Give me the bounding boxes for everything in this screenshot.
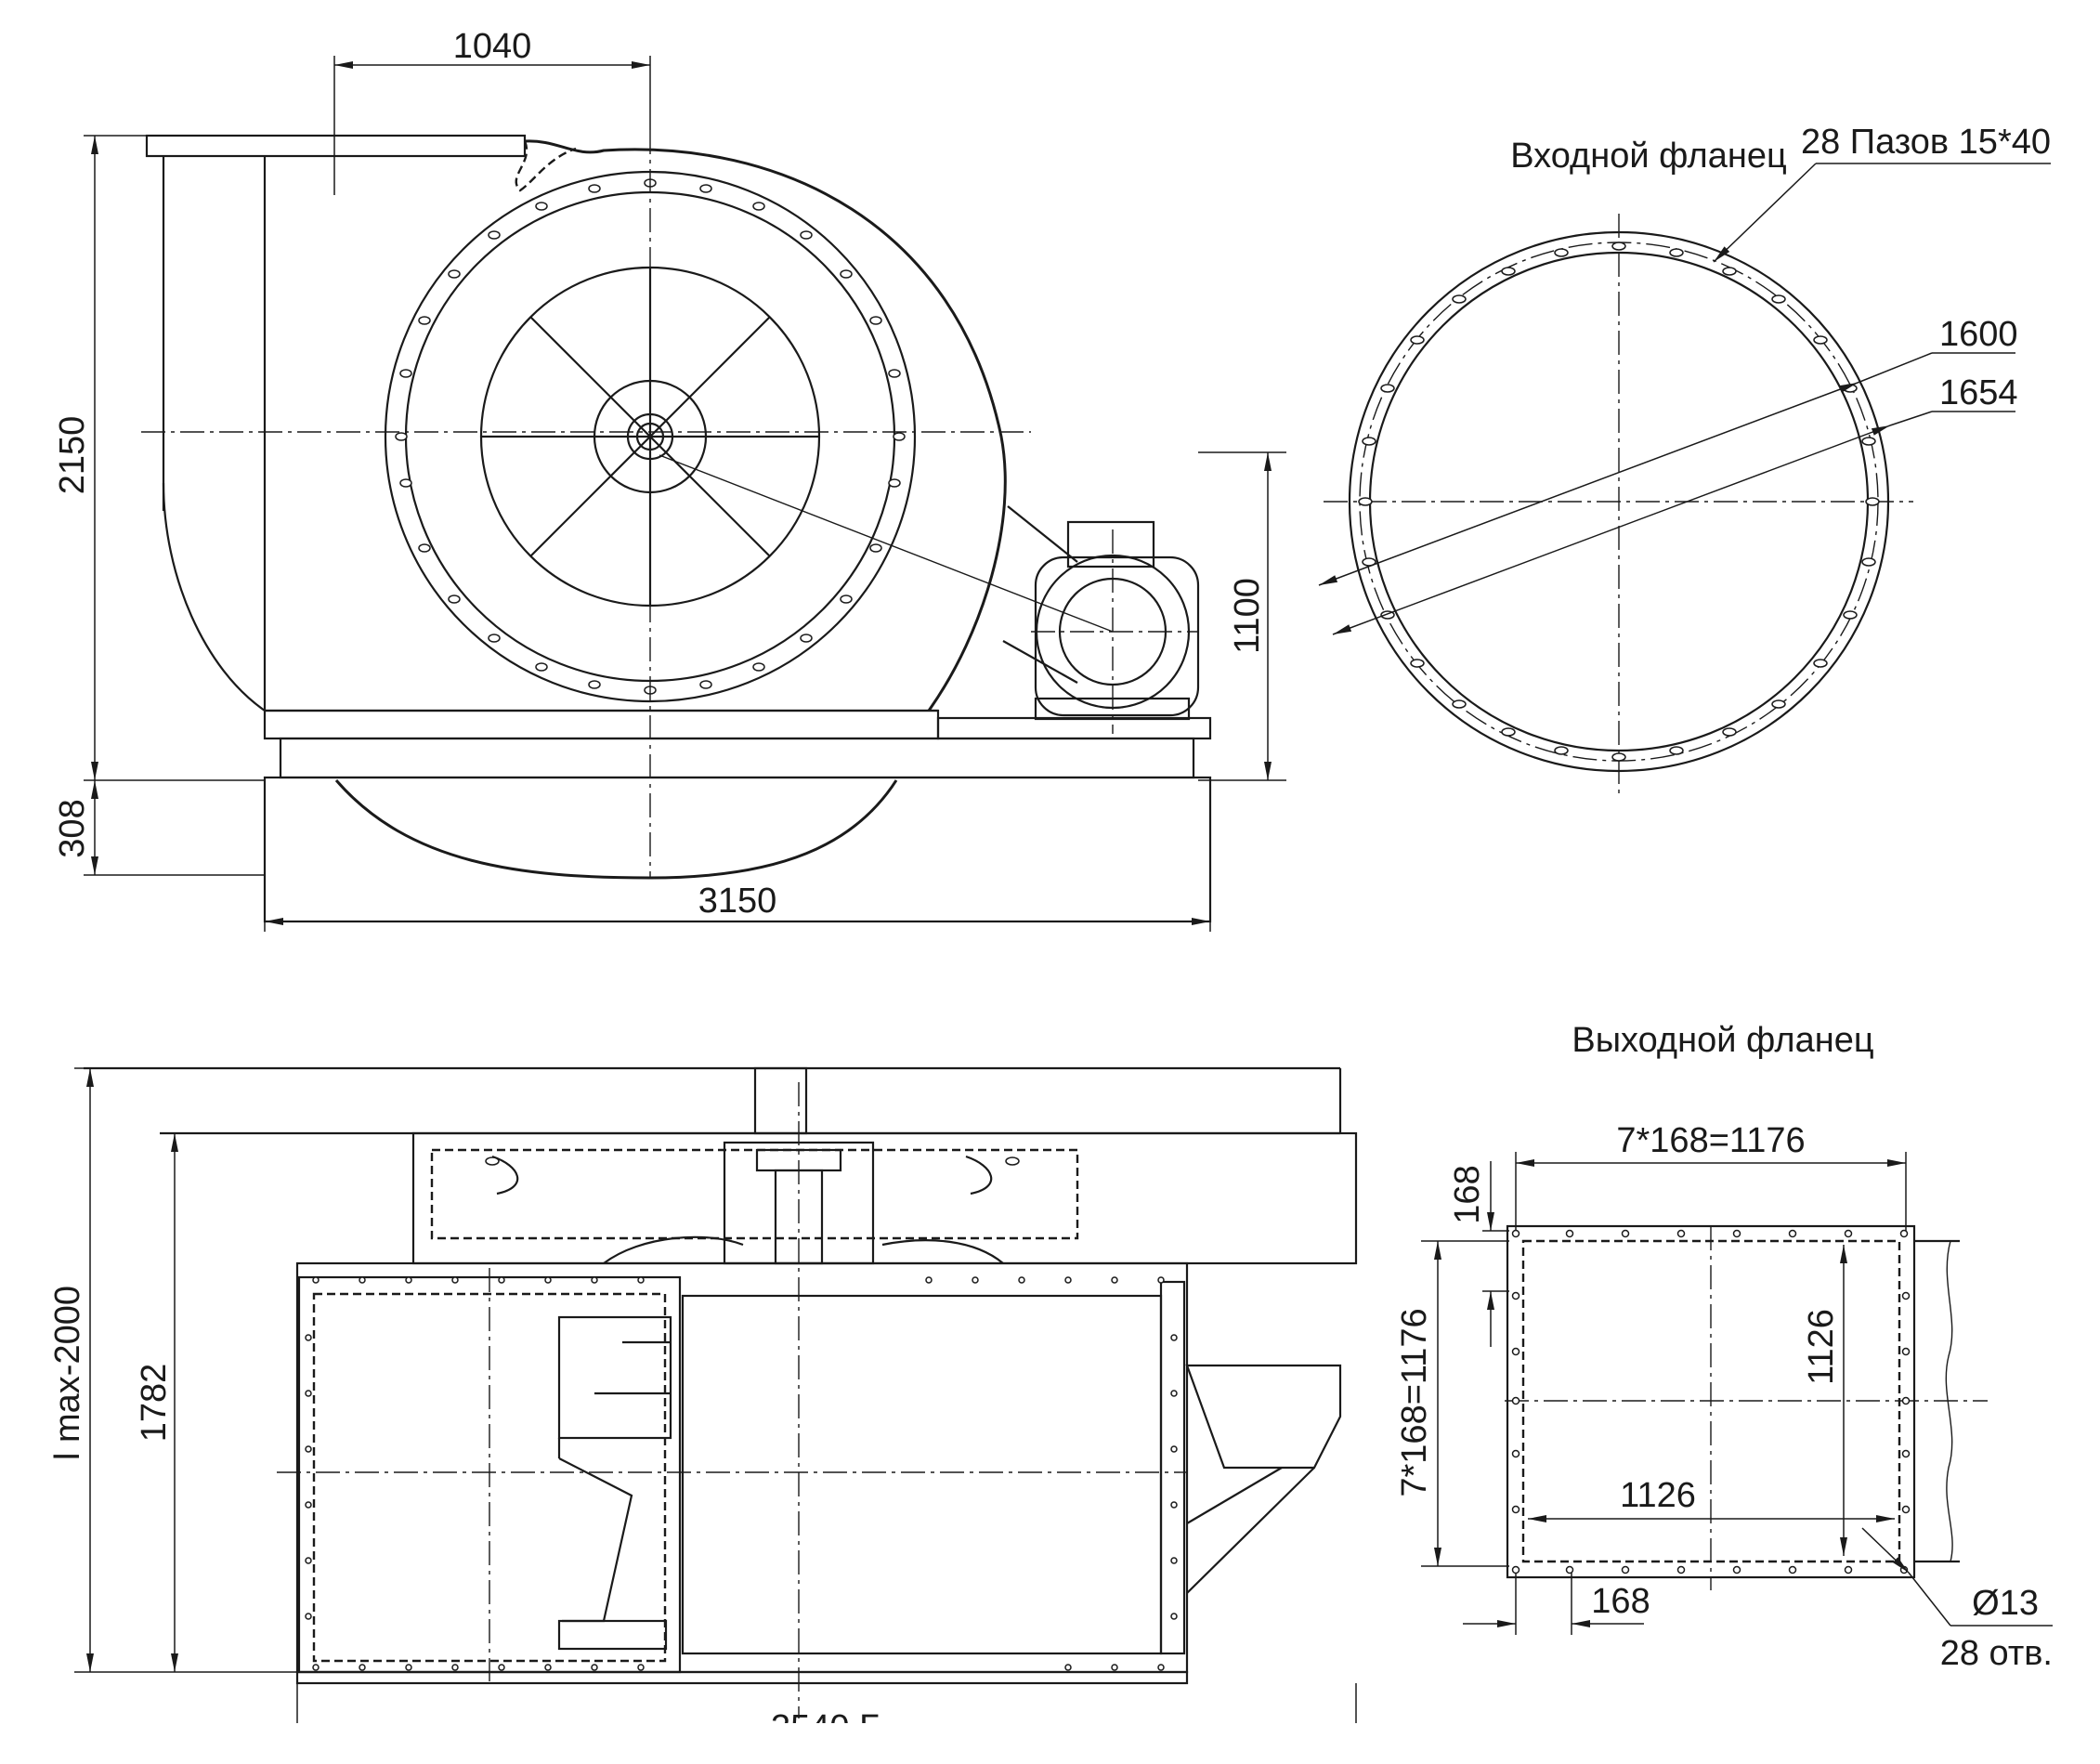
outlet-flange-holes [1511,1229,1911,1575]
outlet-inner-width: 1126 [1620,1476,1696,1515]
outlet-pitch-bottom: 168 [1591,1582,1650,1621]
dim-width: 1782 [135,1364,174,1443]
outlet-hole-diameter: Ø13 [1972,1584,2039,1623]
outlet-flange-title: Выходной фланец [1572,1021,1873,1060]
outlet-flange-view: Выходной фланец 7*168=1176 [1395,1021,2053,1673]
motor [1002,505,1200,721]
flange-holes [395,178,906,695]
dim-axis-height: 1100 [1228,578,1267,654]
top-view: l max-2000 1782 3540 Б [0,1066,2100,1764]
outlet-pitch-top: 168 [1448,1165,1487,1223]
dim-inlet-offset: 1040 [453,27,532,66]
front-view: 1040 2150 308 1100 3150 [53,27,1286,932]
outlet-pitch-horizontal: 7*168=1176 [1616,1121,1805,1160]
inlet-slots-label: 28 Пазов 15*40 [1801,123,2051,162]
dim-max-length: l max-2000 [48,1286,87,1460]
dim-total-height: 2150 [53,416,92,495]
dim-frame-height: 308 [53,799,92,857]
outlet-hole-count: 28 отв. [1940,1634,2053,1673]
scroll-housing [524,139,1007,712]
inlet-diameter-outer: 1654 [1939,373,2018,412]
rivets [305,1276,1178,1671]
inlet-diameter-inner: 1600 [1939,315,2018,354]
outlet-pitch-vertical: 7*168=1176 [1395,1308,1434,1496]
dim-total-length: 3150 [698,882,777,921]
inlet-flange-title: Входной фланец [1510,137,1787,176]
outlet-inner-height: 1126 [1802,1309,1841,1385]
inlet-flange-view: Входной фланец 28 Пазов 15*40 [1318,123,2051,794]
